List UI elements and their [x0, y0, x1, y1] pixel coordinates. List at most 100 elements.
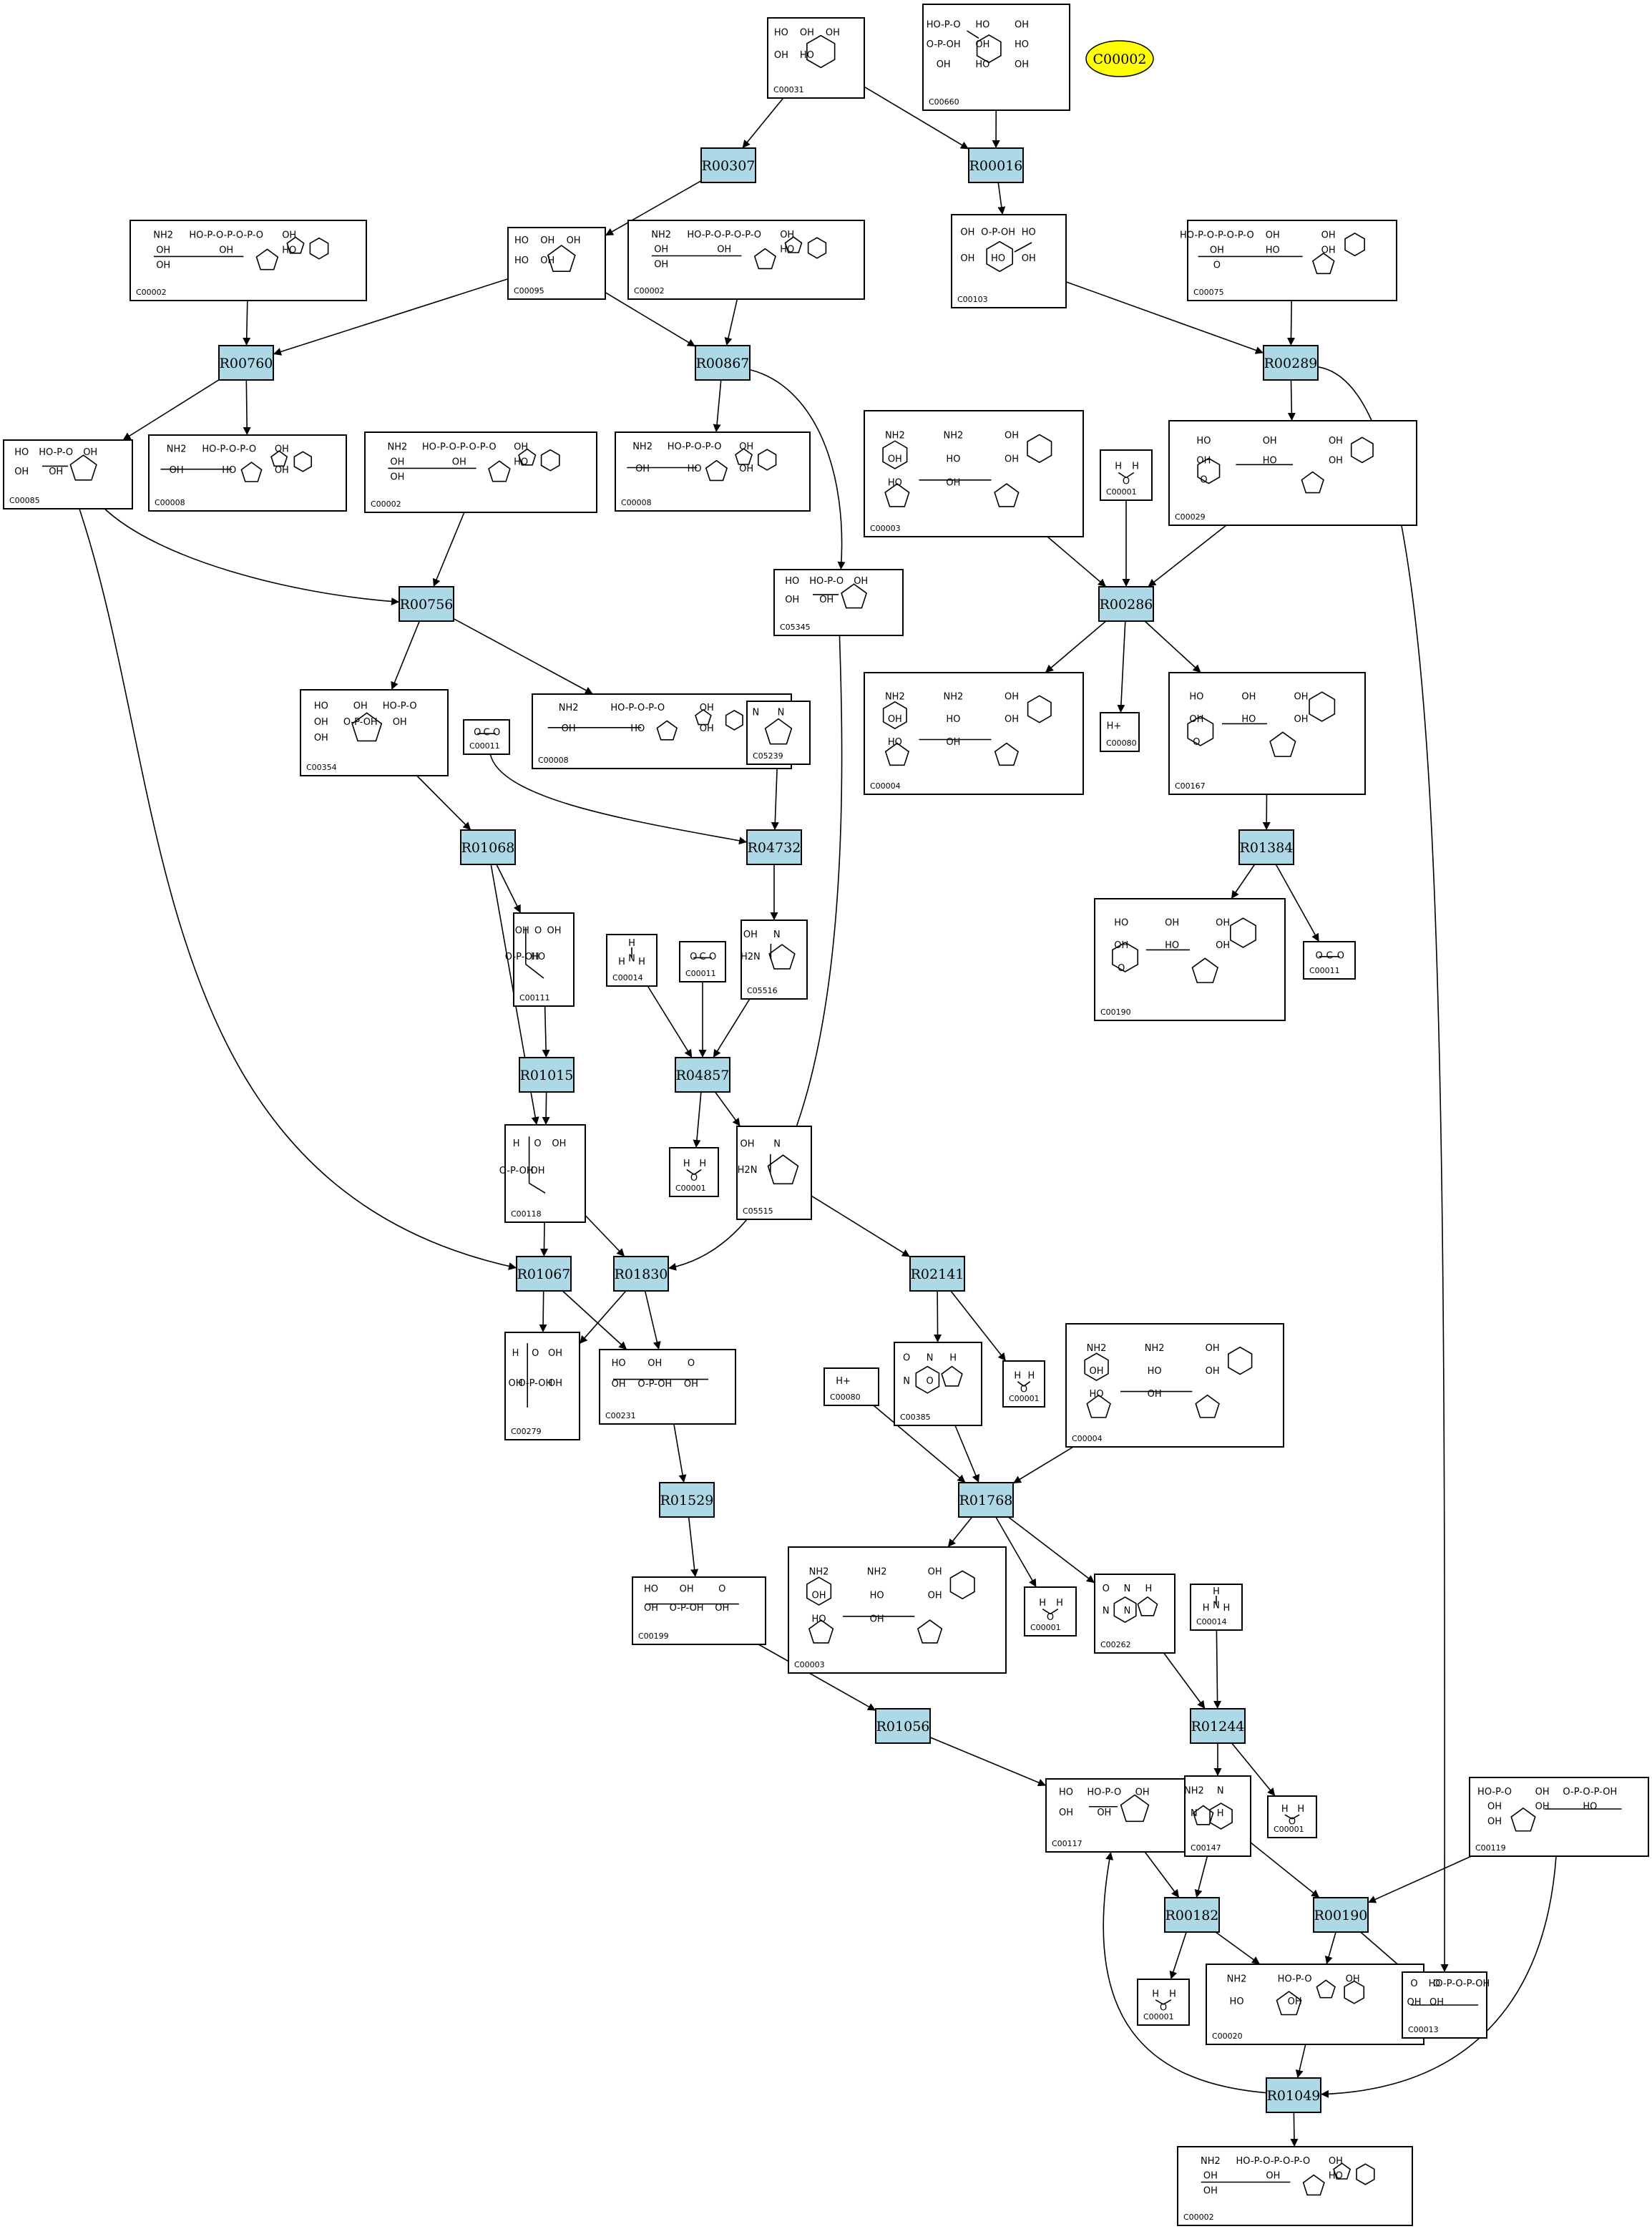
reaction-id-label: R01056	[876, 1719, 930, 1735]
reaction-R01830[interactable]: R01830	[613, 1256, 669, 1292]
reaction-R00307[interactable]: R00307	[700, 147, 756, 183]
compound-box	[507, 227, 606, 300]
reaction-id-label: R00760	[220, 356, 273, 371]
compound-C00080[interactable]: H+C00080	[1100, 712, 1140, 752]
reaction-R00867[interactable]: R00867	[695, 345, 751, 381]
compound-box	[1100, 712, 1140, 752]
atom-label: NH2	[885, 431, 905, 442]
reaction-R04857[interactable]: R04857	[675, 1057, 730, 1093]
reaction-R00182[interactable]: R00182	[1164, 1897, 1220, 1933]
compound-box	[773, 569, 904, 636]
compound-C00080[interactable]: H+C00080	[823, 1367, 879, 1406]
atom-label: OH	[644, 1603, 658, 1614]
reaction-R00289[interactable]: R00289	[1263, 345, 1319, 381]
reaction-R01768[interactable]: R01768	[958, 1482, 1014, 1518]
atom-label: HO-P-O	[927, 20, 961, 31]
reaction-R01015[interactable]: R01015	[519, 1057, 575, 1093]
reaction-R00286[interactable]: R00286	[1098, 586, 1154, 622]
atom-label: H	[1056, 1598, 1063, 1609]
atom-label: H	[1297, 1804, 1304, 1815]
atom-label: NH2	[167, 444, 187, 454]
atom-label: HO-P-O	[1278, 1974, 1312, 1985]
compound-id-label: C05515	[743, 1206, 773, 1216]
reaction-R01068[interactable]: R01068	[460, 829, 516, 865]
atom-label: OH	[540, 235, 554, 246]
reaction-R00190[interactable]: R00190	[1313, 1897, 1369, 1933]
atom-label: HO-P-O	[1087, 1787, 1121, 1798]
edge-r4-c15	[749, 369, 846, 570]
reaction-R02141[interactable]: R02141	[909, 1256, 965, 1292]
reaction-R01529[interactable]: R01529	[659, 1482, 715, 1518]
atom-label: OH	[275, 465, 289, 476]
reaction-R00760[interactable]: R00760	[218, 345, 274, 381]
atom-label: N	[1103, 1606, 1110, 1616]
atom-label: H	[1039, 1598, 1046, 1609]
reaction-R01384[interactable]: R01384	[1238, 829, 1294, 865]
reaction-R01049[interactable]: R01049	[1266, 2077, 1321, 2113]
atom-label: OH	[800, 28, 814, 39]
compound-id-label: C00147	[1191, 1843, 1221, 1853]
edge-r8-c23	[496, 864, 522, 914]
reaction-R01067[interactable]: R01067	[516, 1256, 572, 1292]
compound-id-label: C00008	[621, 498, 652, 507]
compound-id-label: C00262	[1100, 1640, 1131, 1649]
atom-label: H	[1132, 462, 1139, 472]
reaction-R01244[interactable]: R01244	[1190, 1708, 1246, 1744]
compound-id-label: C00002	[371, 499, 401, 509]
reaction-R00016[interactable]: R00016	[968, 147, 1024, 183]
reaction-R00756[interactable]: R00756	[399, 586, 454, 622]
reaction-R01056[interactable]: R01056	[875, 1708, 931, 1744]
reaction-R04732[interactable]: R04732	[746, 829, 802, 865]
highlight-marker[interactable]: C00002	[1085, 40, 1154, 77]
compound-id-label: C00002	[634, 286, 665, 296]
atom-label: O	[532, 1348, 539, 1359]
